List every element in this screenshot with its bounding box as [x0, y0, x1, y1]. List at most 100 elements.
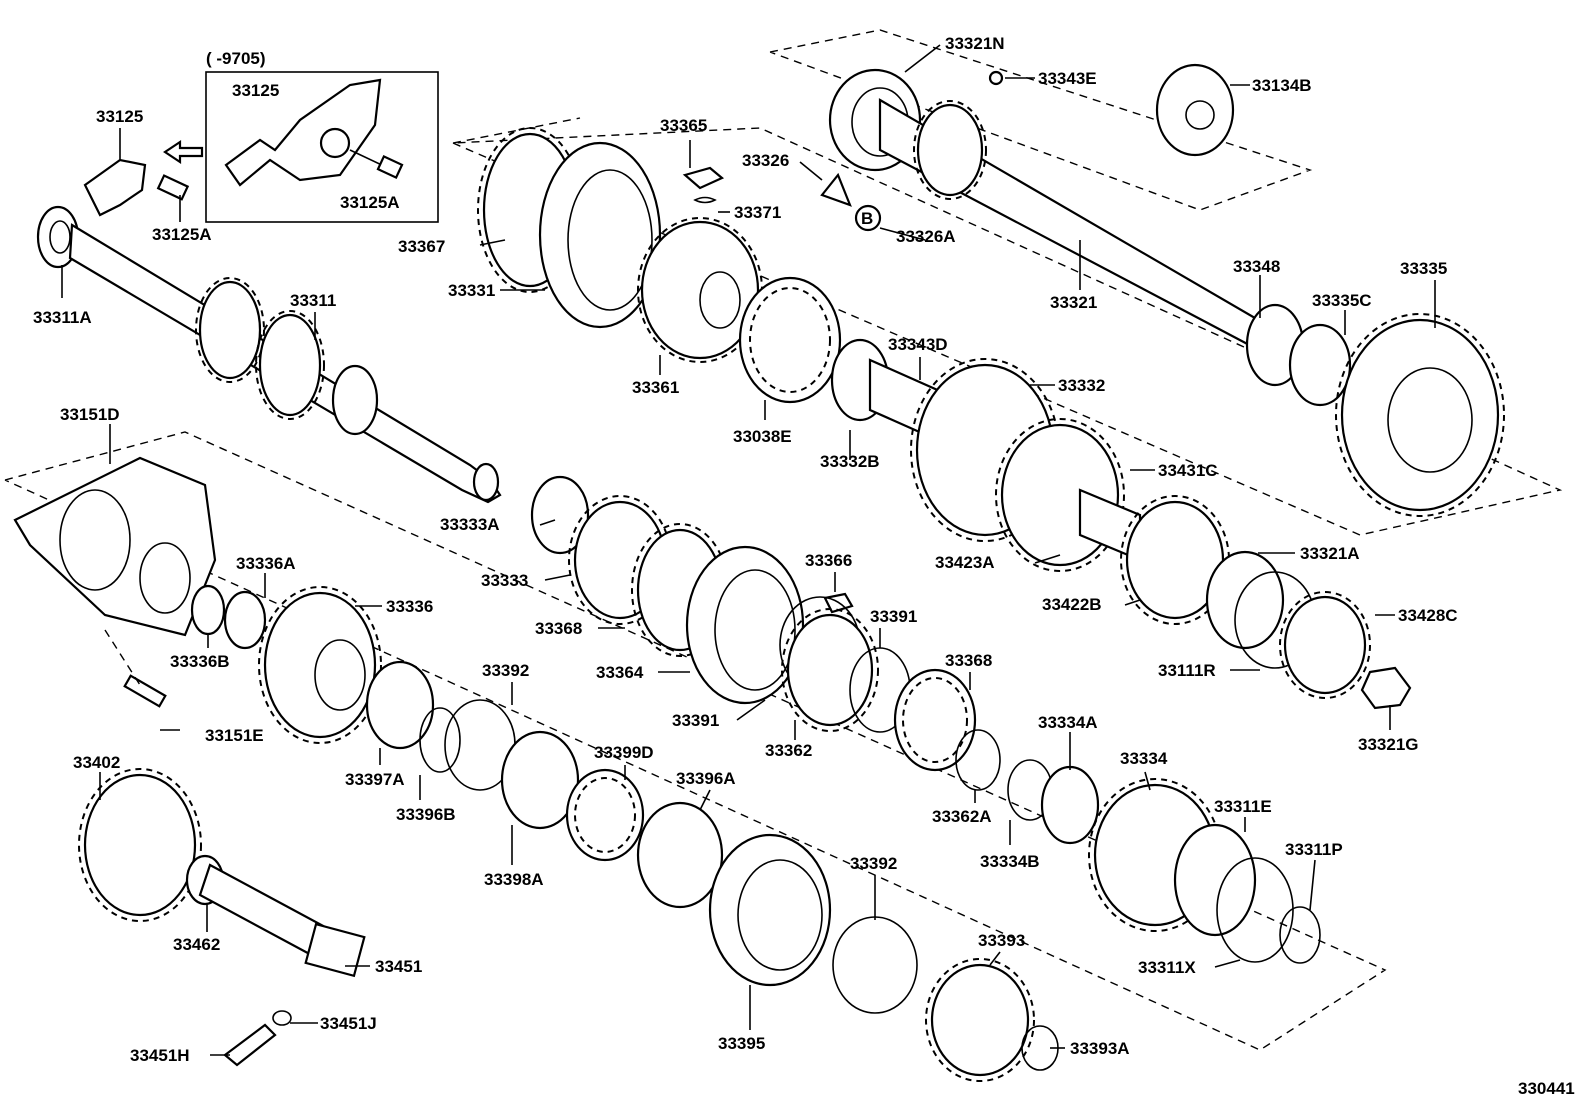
- callout-33333: 33333: [481, 571, 528, 590]
- bolt-33451H: [223, 1023, 277, 1067]
- callout-33134B: 33134B: [1252, 76, 1312, 95]
- gear-33428C-teeth: [1279, 591, 1371, 699]
- bearing-33311A-inner: [49, 220, 71, 254]
- ring-33336B: [190, 584, 226, 636]
- gear-33393: [930, 963, 1030, 1077]
- callout-33336A: 33336A: [236, 554, 296, 573]
- hub-sleeve-33364: [685, 545, 805, 705]
- input-shaft-group-boundary: [452, 117, 581, 144]
- ring-33398A: [500, 730, 580, 830]
- snap-ring-33362A: [955, 729, 1001, 791]
- callout-33396A: 33396A: [676, 769, 736, 788]
- callout-33335C: 33335C: [1312, 291, 1372, 310]
- bearing-33333A: [530, 475, 590, 555]
- ring-33396B: [419, 707, 461, 773]
- sleeve-33396A: [636, 801, 724, 909]
- synchro-ring-33038E: [738, 276, 842, 404]
- input-shaft-gear-b: [258, 313, 322, 417]
- callout-33396B: 33396B: [396, 805, 456, 824]
- gear-33395-inner: [737, 859, 823, 971]
- ring-33311E: [1173, 823, 1257, 937]
- washer-33321A: [1205, 550, 1285, 650]
- callout-33391-a: 33391: [870, 607, 917, 626]
- ref-marker-circle: [854, 204, 882, 232]
- callout-33326A: 33326A: [896, 227, 956, 246]
- callout-33367: 33367: [398, 237, 445, 256]
- gear-33336: [263, 591, 377, 739]
- gear-33336-teeth: [258, 586, 382, 744]
- callout-33311: 33311: [290, 291, 336, 310]
- bearing-33336A: [223, 590, 267, 650]
- callout-33343D: 33343D: [888, 335, 948, 354]
- callout-33431C: 33431C: [1158, 461, 1218, 480]
- callout-33392-b: 33392: [850, 854, 897, 873]
- synchro-ring-33368-b-teeth: [902, 677, 968, 763]
- shifting-key-33365: [682, 166, 725, 190]
- callout-33451H: 33451H: [130, 1046, 190, 1065]
- input-shaft-gear-a-teeth: [195, 277, 265, 383]
- countershaft-group-boundary: [769, 29, 1313, 211]
- bolt-33125A: [156, 174, 190, 201]
- shaft-33451-head: [304, 922, 366, 978]
- callout-33321A: 33321A: [1300, 544, 1360, 563]
- callout-33151E: 33151E: [205, 726, 264, 745]
- hub-33362-teeth: [781, 608, 879, 732]
- callout-33336B: 33336B: [170, 652, 230, 671]
- gear-33423A-teeth: [995, 418, 1125, 572]
- shift-lever-33125: [83, 158, 147, 217]
- callout-33368-a: 33368: [535, 619, 582, 638]
- callout-33125: 33125: [96, 107, 143, 126]
- bolt-33151E: [123, 674, 167, 708]
- callout-33364: 33364: [596, 663, 644, 682]
- plate-33326: [820, 172, 852, 207]
- callout-33398A: 33398A: [484, 870, 544, 889]
- callout-33428C: 33428C: [1398, 606, 1458, 625]
- callout-33321: 33321: [1050, 293, 1097, 312]
- callout-33397A: 33397A: [345, 770, 405, 789]
- hub-33362: [786, 613, 874, 727]
- callout-33111R: 33111R: [1158, 661, 1216, 680]
- callout-33451J: 33451J: [320, 1014, 377, 1033]
- callout-33391-b: 33391: [672, 711, 719, 730]
- inset-frame: [205, 71, 439, 223]
- callout-labels: 33125 33125A 33125 33125A 33311A 33311 3…: [33, 34, 1575, 1098]
- leader-lines: [61, 44, 1436, 1056]
- callout-33393: 33393: [978, 931, 1025, 950]
- input-shaft-end: [472, 462, 500, 502]
- callout-33332B: 33332B: [820, 452, 880, 471]
- spring-33371: [693, 196, 717, 204]
- callout-33361: 33361: [632, 378, 679, 397]
- hub-sleeve-33331: [538, 141, 662, 329]
- callout-33321G: 33321G: [1358, 735, 1419, 754]
- input-shaft-gear-b-teeth: [255, 310, 325, 420]
- figure-id: 330441: [1518, 1079, 1575, 1098]
- mainshaft-upper-boundary: [452, 127, 1563, 536]
- synchro-ring-33038E-teeth: [749, 287, 831, 393]
- callout-33151D: 33151D: [60, 405, 120, 424]
- callout-33451: 33451: [375, 957, 422, 976]
- gear-33393-teeth: [925, 958, 1035, 1082]
- callout-33366: 33366: [805, 551, 852, 570]
- callout-33038E: 33038E: [733, 427, 792, 446]
- inset-lever-boss: [319, 127, 351, 159]
- clutch-hub-33361: [640, 220, 760, 360]
- gasket-hole-b: [139, 542, 191, 614]
- hub-sleeve-33364-inner: [714, 569, 796, 691]
- callout-33335: 33335: [1400, 259, 1447, 278]
- countershaft-gear-teeth: [913, 100, 987, 200]
- gear-33395: [708, 833, 832, 987]
- callout-33321N: 33321N: [945, 34, 1005, 53]
- inset-shift-lever: [224, 78, 382, 187]
- callout-33311X: 33311X: [1138, 958, 1196, 977]
- input-shaft-collar: [331, 364, 379, 436]
- cover-33134B: [1155, 63, 1235, 157]
- gasket-hole-a: [59, 489, 131, 591]
- clutch-hub-33361-bore: [699, 271, 741, 329]
- gasket-33151D: [13, 456, 217, 637]
- inset-pointer-arrow: [163, 139, 204, 165]
- gear-33336-bore: [314, 639, 366, 711]
- countershaft-gear: [916, 103, 984, 197]
- inset-range-label: ( -9705): [206, 49, 266, 68]
